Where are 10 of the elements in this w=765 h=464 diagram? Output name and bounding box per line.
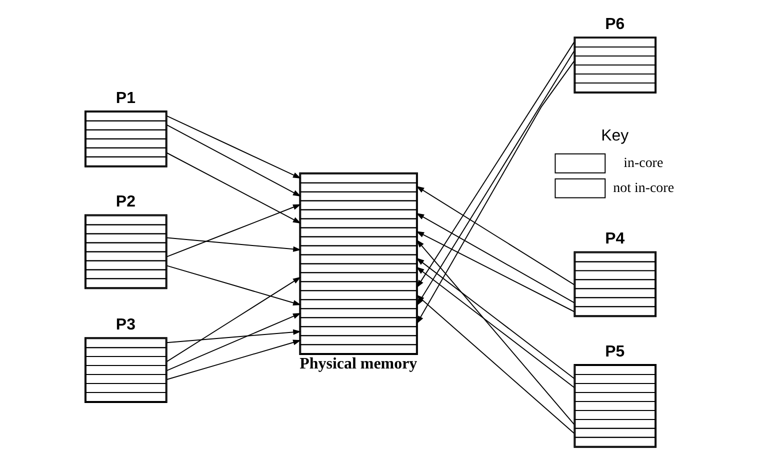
node-label: P2 [116, 194, 136, 211]
legend-label: not in-core [613, 181, 674, 196]
label: Key [601, 128, 629, 145]
legend-label: in-core [624, 156, 664, 172]
node-label: P6 [605, 16, 625, 33]
node-label: P3 [116, 316, 136, 334]
node-label: P1 [116, 90, 136, 107]
node-label: Physical memory [300, 355, 418, 372]
node-label: P5 [605, 343, 625, 360]
node-label: P4 [605, 230, 625, 248]
